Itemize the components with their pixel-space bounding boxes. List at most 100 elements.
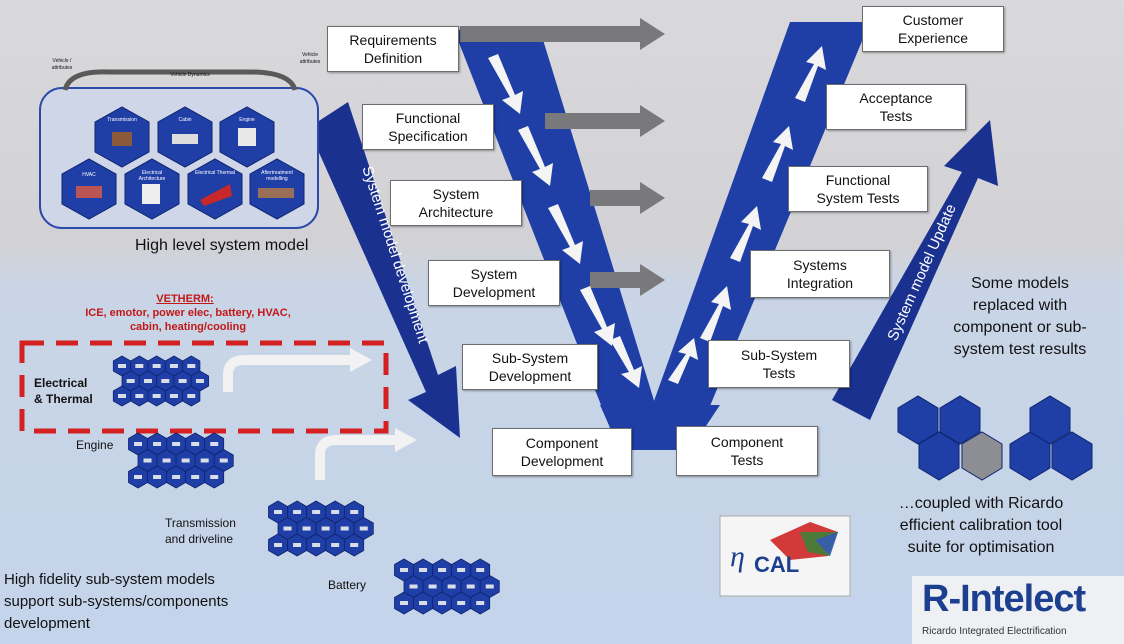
step-line: Sub-System (740, 347, 818, 363)
hex-label-transmission: Transmission (107, 117, 137, 123)
model-hex-icon (457, 568, 466, 572)
label-driveline: and driveline (165, 532, 234, 546)
tiny-label-middle: Vehicle Dynamics (170, 72, 210, 78)
curved-arrow-top (223, 355, 350, 392)
electrical-thermal-dashed-box (19, 340, 389, 434)
model-hex-icon (274, 510, 282, 514)
bottom-left-line3: development (4, 615, 90, 632)
model-hex-icon (172, 475, 181, 479)
model-hex-icon (169, 364, 178, 368)
model-hex-icon (200, 458, 209, 463)
right-text-top-4: system test results (953, 341, 1087, 358)
step-line: Customer (902, 12, 964, 28)
model-hex-icon (400, 568, 408, 572)
hex-label-cabin: Cabin (178, 117, 192, 123)
model-hex-icon (400, 601, 408, 605)
curved-arrow-bottom (315, 435, 395, 480)
step-line: System (432, 186, 480, 202)
hex-icons (76, 128, 294, 206)
model-hex-icon (476, 568, 485, 572)
model-hex-icon (210, 442, 219, 446)
model-hex-icon (340, 526, 349, 531)
bottom-left-line1: High fidelity sub-system models (4, 571, 215, 588)
model-hex-icon (135, 394, 144, 398)
model-hex-icon (485, 584, 494, 589)
step-line: Functional (825, 172, 891, 188)
model-hex-icon (312, 543, 321, 547)
tiny-label-top-right: Vehicle attributes (299, 52, 321, 65)
step-line: Experience (897, 30, 969, 46)
tiny-label-top-left: Vehicle / attributes (51, 58, 73, 71)
model-hex-icon (210, 475, 219, 479)
v-right-band (640, 22, 870, 440)
grey-arrows (460, 18, 665, 296)
model-hex-icon (178, 379, 187, 383)
right-text-top-1: Some models (971, 275, 1069, 292)
step-line: Component (710, 434, 784, 450)
model-hex-icon (331, 510, 340, 514)
model-hex-icon (181, 458, 190, 463)
system-model-development-arrow (308, 102, 460, 438)
model-hex-icon (409, 584, 418, 589)
label-transmission: Transmission (165, 516, 236, 530)
model-hex-icon (419, 601, 428, 605)
model-hex-icon (161, 379, 170, 383)
step-line: Tests (762, 365, 796, 381)
ncal-logo-flag-3 (815, 532, 838, 556)
step-line: System (470, 266, 518, 282)
model-hex-icon (152, 364, 161, 368)
step-line: Sub-System (491, 350, 569, 366)
step-line: Systems (793, 257, 847, 273)
model-hex-icon (191, 442, 200, 446)
model-hex-icon (134, 475, 142, 479)
step-line: Tests (879, 108, 913, 124)
curved-arrow-top-head (350, 348, 372, 372)
model-hex-icon (187, 364, 196, 368)
step-line: Acceptance (859, 90, 933, 106)
ncal-logo-label: CAL (754, 552, 800, 577)
model-hex-icon (143, 379, 152, 383)
rintelect-logo-box (912, 576, 1124, 644)
label-electrical: Electrical (34, 376, 88, 390)
test-result-hexes (897, 395, 1093, 481)
step-line: Development (452, 284, 536, 300)
model-hex-icon (143, 458, 152, 463)
bottom-left-line2: support sub-systems/components (4, 593, 229, 610)
vetherm-line1: ICE, emotor, power elec, battery, HVAC, (85, 307, 291, 319)
model-hex-icon (331, 543, 340, 547)
step-line: Component (525, 435, 599, 451)
rintelect-logo: R-Intelect (922, 578, 1086, 620)
curved-arrow-bottom-head (395, 428, 417, 452)
step-line: Architecture (418, 204, 494, 220)
model-hex-icon (219, 458, 228, 463)
step-line: Functional (395, 110, 461, 126)
high-level-caption: High level system model (135, 237, 309, 254)
step-line: System Tests (816, 190, 900, 206)
model-hex-icon (274, 543, 282, 547)
step-line: Tests (730, 452, 764, 468)
model-hex-icon (302, 526, 311, 531)
hex-clusters (112, 355, 500, 615)
label-thermal: & Thermal (34, 392, 93, 406)
right-text-bottom-3: suite for optimisation (907, 539, 1055, 556)
model-hex-icon (350, 510, 359, 514)
model-hex-icon (172, 442, 181, 446)
model-hex-icon (321, 526, 330, 531)
model-hex-icon (428, 584, 437, 589)
label-battery: Battery (328, 578, 367, 592)
right-text-top-3: component or sub- (953, 319, 1087, 336)
vetherm-line2: cabin, heating/cooling (129, 321, 247, 333)
right-text-bottom-1: …coupled with Ricardo (898, 495, 1064, 512)
model-hex-icon (153, 475, 162, 479)
right-text-top-2: replaced with (972, 297, 1068, 314)
